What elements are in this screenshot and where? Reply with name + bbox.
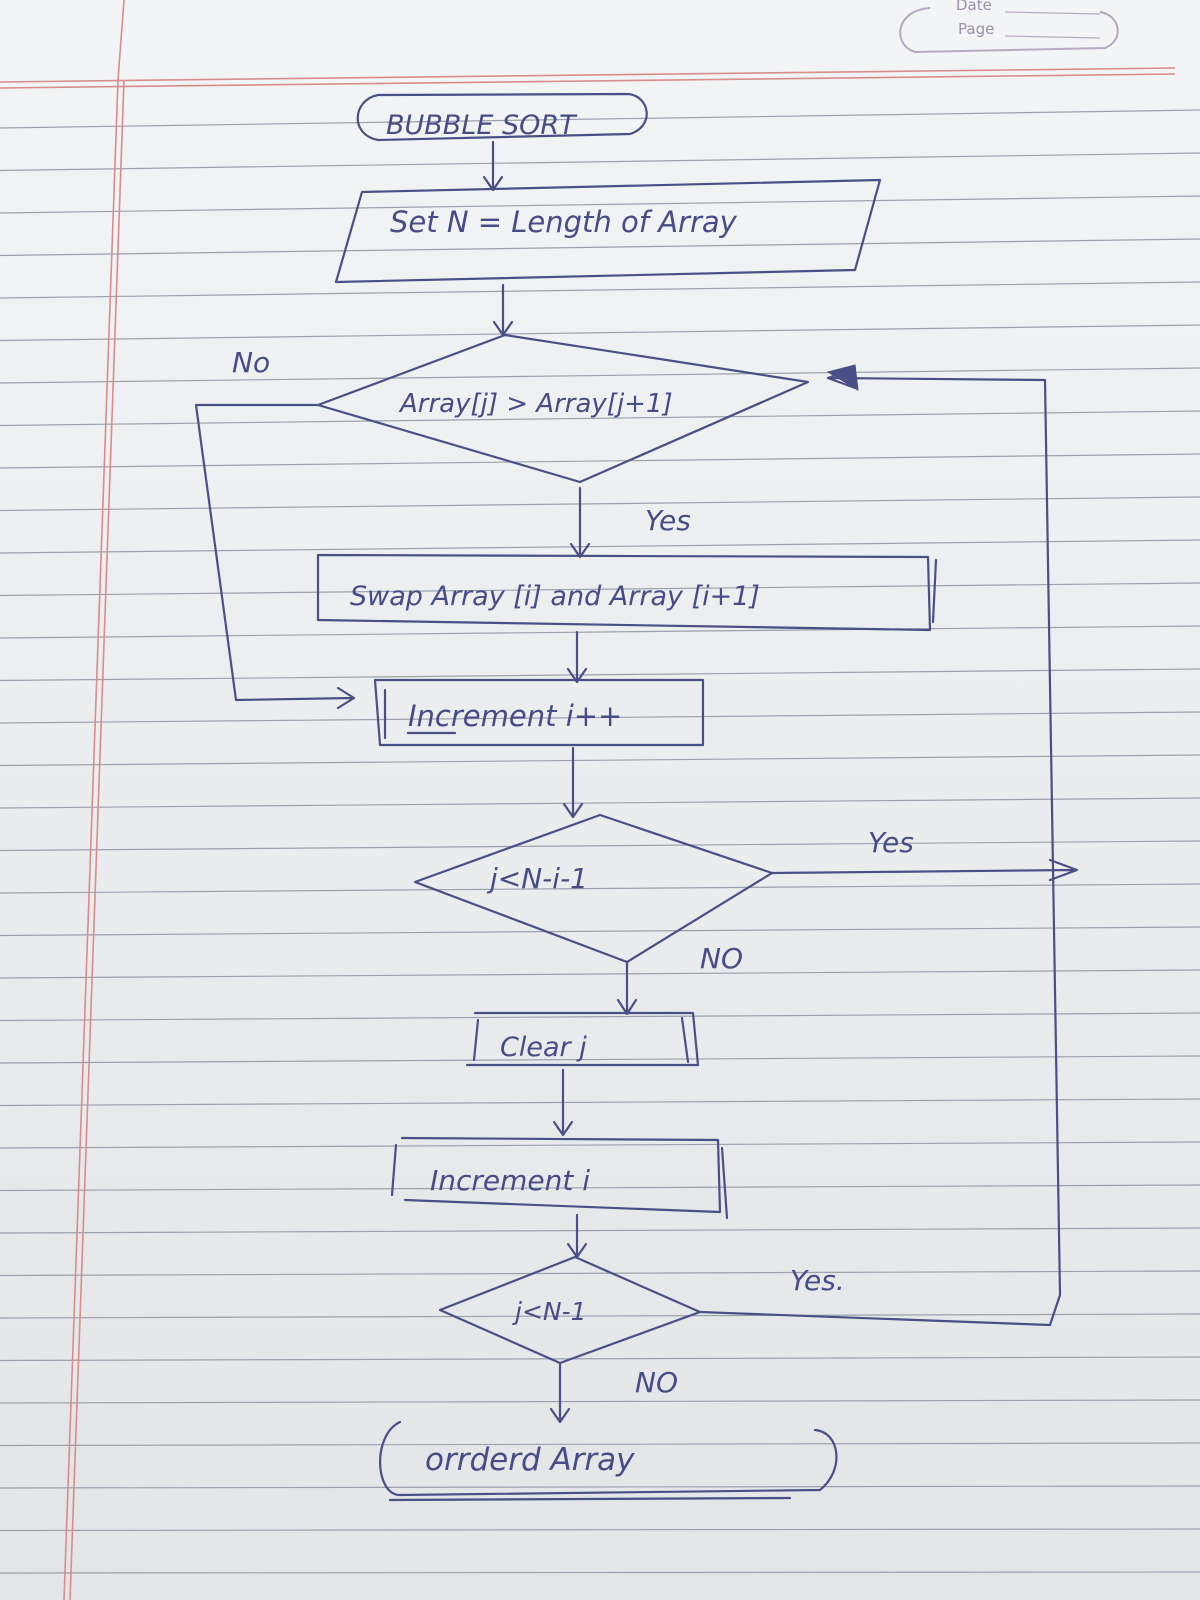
increment-j-label: Increment i++ [408, 699, 622, 733]
ruled-line [0, 625, 1200, 639]
start-terminator: BUBBLE SORT [356, 92, 648, 142]
increment-i-box: Increment i [390, 1136, 729, 1220]
ruled-line [0, 1055, 1200, 1064]
ruled-line [0, 711, 1200, 724]
compare-yes-label: Yes [645, 504, 691, 537]
increment-j-box: Increment i++ [373, 678, 705, 747]
end-label: orrderd Array [425, 1442, 635, 1478]
ruled-line [0, 1270, 1200, 1277]
arrow-increment-to-inner [562, 746, 584, 819]
ruled-line [0, 152, 1200, 172]
ruled-line [0, 324, 1200, 342]
ruled-line [0, 410, 1200, 427]
ruled-line [0, 367, 1200, 384]
ruled-line [0, 1356, 1200, 1362]
date-page-stamp: Date Page [899, 0, 1119, 54]
ruled-line [0, 496, 1200, 512]
ruled-line [0, 1313, 1200, 1319]
ruled-line [0, 281, 1200, 299]
ruled-lines [0, 109, 1200, 1574]
swap-label: Swap Array [i] and Array [i+1] [350, 581, 760, 612]
inner-no-label: NO [700, 942, 743, 975]
end-terminator: orrderd Array [379, 1420, 838, 1502]
left-margin-line [63, 79, 119, 1600]
ruled-line [0, 109, 1200, 129]
compare-label: Array[j] > Array[j+1] [398, 389, 673, 419]
compare-no-label: No [232, 346, 270, 379]
ruled-line [0, 840, 1200, 852]
ruled-line [0, 1141, 1200, 1149]
date-label: Date [956, 0, 992, 14]
arrow-clear-to-increment-i [552, 1068, 574, 1137]
inner-yes-label: Yes [868, 826, 914, 859]
inner-check-label: j<N-i-1 [486, 862, 588, 895]
arrow-increment-i-to-outer [566, 1213, 588, 1259]
ruled-line [0, 453, 1200, 469]
top-margin-vertical [117, 0, 125, 81]
ruled-line [0, 926, 1200, 937]
ruled-line [0, 797, 1200, 809]
ruled-line [0, 883, 1200, 894]
ruled-line [0, 1442, 1200, 1447]
loop-arrowhead [826, 364, 859, 391]
ruled-line [0, 1399, 1200, 1404]
inner-check-diamond: j<N-i-1 [413, 813, 774, 964]
top-margin-line [0, 67, 1176, 83]
ruled-line [0, 539, 1200, 554]
arrow-inner-yes [770, 858, 1079, 882]
swap-box: Swap Array [i] and Array [i+1] [316, 553, 938, 632]
compare-diamond: Array[j] > Array[j+1] [316, 333, 810, 484]
top-margin-line-2 [0, 73, 1176, 89]
outer-check-label: j<N-1 [512, 1297, 587, 1326]
arrow-compare-no [194, 403, 356, 710]
arrow-outer-no [549, 1361, 571, 1424]
ruled-line [0, 1227, 1200, 1234]
start-label: BUBBLE SORT [386, 110, 578, 141]
ruled-line [0, 668, 1200, 682]
ruled-line [0, 1528, 1200, 1532]
clear-j-box: Clear j [465, 1011, 700, 1067]
arrow-compare-yes [569, 486, 591, 559]
increment-i-label: Increment i [430, 1164, 590, 1197]
ruled-line [0, 582, 1200, 597]
ruled-line [0, 1012, 1200, 1022]
ruled-line [0, 1098, 1200, 1107]
outer-no-label: NO [635, 1366, 678, 1399]
ruled-line [0, 969, 1200, 979]
ruled-line [0, 1571, 1200, 1574]
set-n-label: Set N = Length of Array [390, 205, 738, 239]
set-n-box: Set N = Length of Array [334, 178, 882, 284]
outer-yes-label: Yes. [790, 1264, 845, 1297]
ruled-line [0, 754, 1200, 767]
clear-j-label: Clear j [500, 1032, 587, 1063]
ruled-line [0, 1184, 1200, 1192]
ruled-line [0, 238, 1200, 257]
page-label: Page [958, 20, 994, 38]
ruled-line [0, 1485, 1200, 1489]
ruled-line [0, 195, 1200, 214]
arrow-set-to-compare [492, 283, 514, 337]
arrow-swap-to-increment [566, 630, 588, 684]
left-margin-line-2 [69, 79, 125, 1600]
arrow-inner-no [616, 960, 638, 1016]
arrow-start-to-set [482, 140, 504, 192]
